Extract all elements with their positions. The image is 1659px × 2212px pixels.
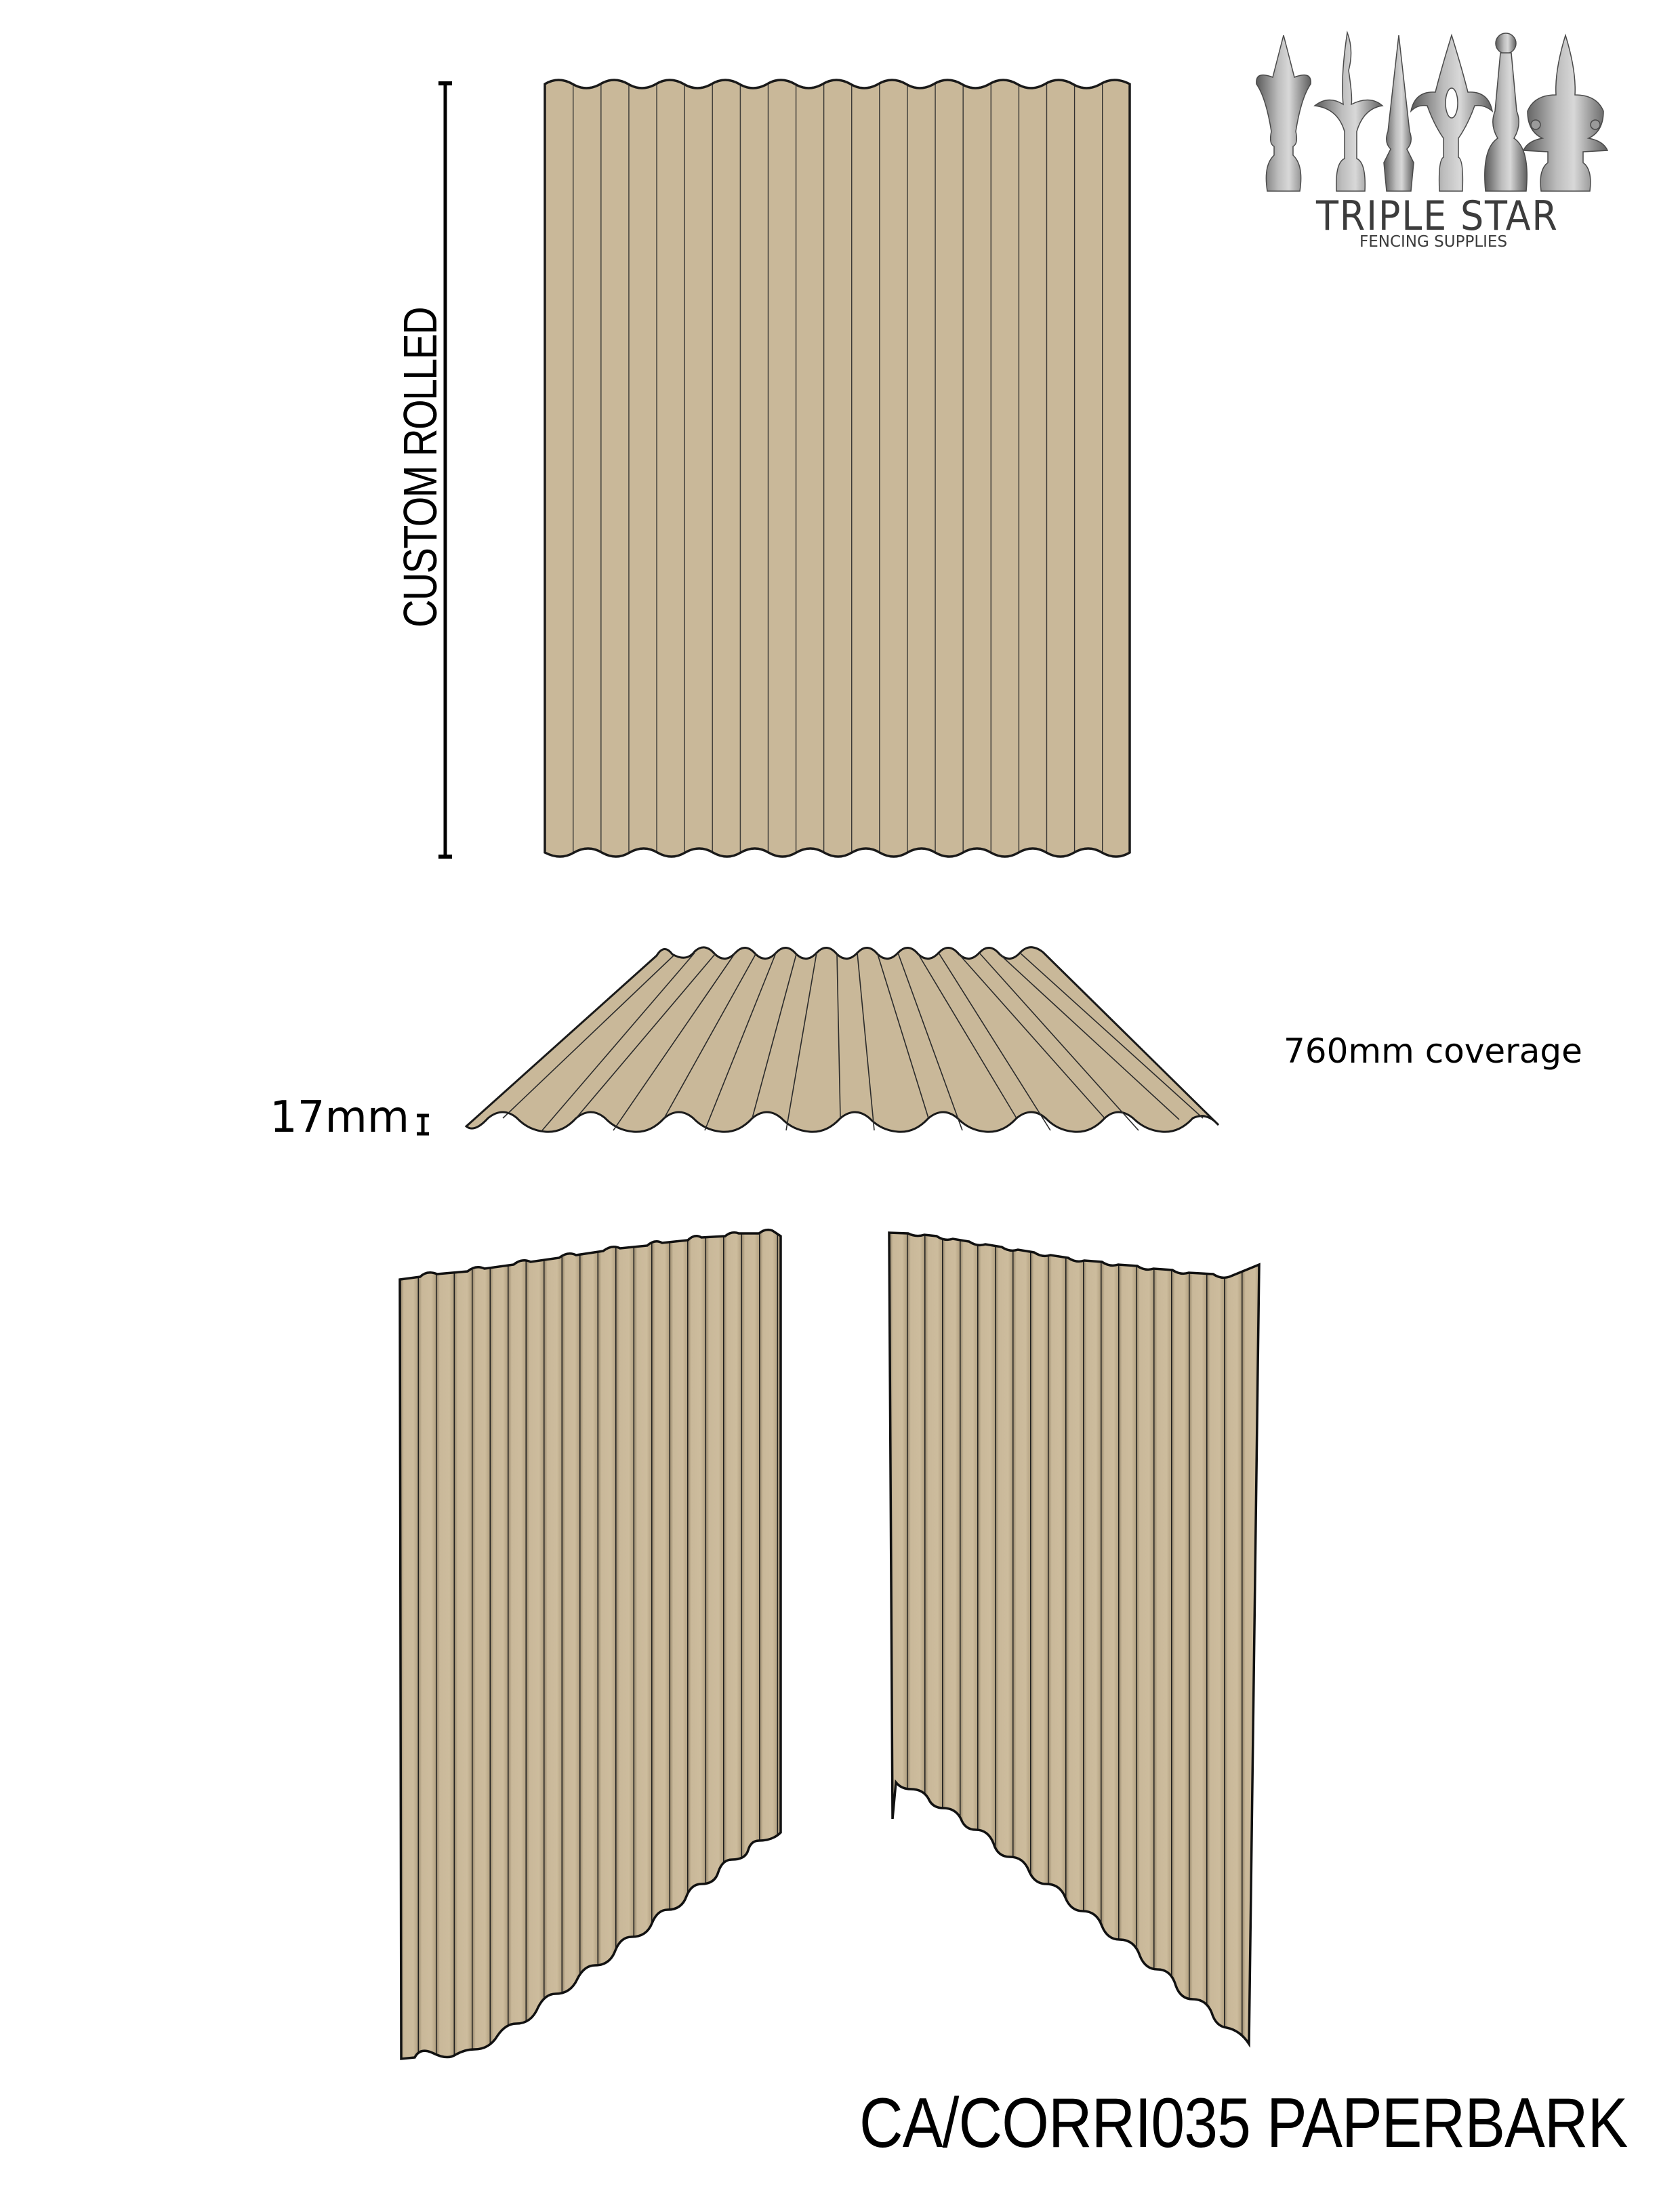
- product-code-title: CA/CORRI035 PAPERBARK: [859, 2084, 1628, 2163]
- fence-finials-icon: [1256, 30, 1609, 192]
- coverage-label: 760mm coverage: [1284, 1031, 1582, 1071]
- front-sheet: [544, 79, 1131, 858]
- brand-name: TRIPLE STAR: [1316, 192, 1559, 240]
- height-dimension-line: [438, 81, 452, 859]
- perspective-sheet: [464, 946, 1220, 1133]
- custom-rolled-label: CUSTOM ROLLED: [394, 308, 447, 628]
- profile-depth-label: 17mm: [270, 1092, 410, 1143]
- brand-tagline: FENCING SUPPLIES: [1359, 233, 1508, 251]
- angled-sheet-left: [398, 1228, 782, 2060]
- angled-sheet-right: [888, 1231, 1261, 2048]
- depth-dimension-marker: [417, 1113, 429, 1136]
